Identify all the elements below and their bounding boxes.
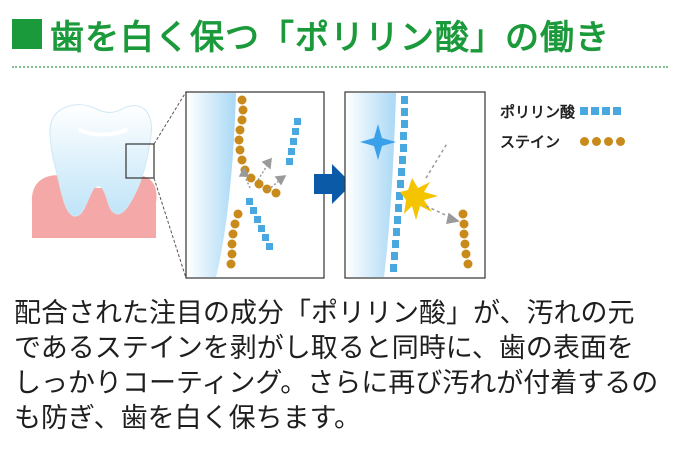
sparkle-icon — [360, 124, 396, 160]
title-square-icon — [12, 19, 42, 49]
page-title: 歯を白く保つ「ポリリン酸」の働き — [50, 17, 610, 58]
description-line: 配合された注目の成分「ポリリン酸」が、汚れの元 — [14, 298, 635, 329]
polyphosphate-chain-upper — [286, 118, 301, 165]
transition-arrow-icon — [314, 164, 352, 204]
tooth-crown — [49, 104, 152, 217]
tooth-illustration — [31, 91, 187, 279]
polyphosphate-swatch-icon — [580, 107, 621, 115]
description-line: しっかりコーティング。さらに再び汚れが付着するの — [14, 368, 659, 399]
title-row: 歯を白く保つ「ポリリン酸」の働き — [12, 10, 610, 58]
panel-before — [185, 91, 325, 279]
legend-item-stain: ステイン — [500, 126, 625, 156]
description-line: も防ぎ、歯を白く保ちます。 — [14, 403, 361, 434]
movement-arrows — [238, 157, 287, 191]
stain-particles-attached — [226, 95, 281, 269]
zoom-line-top — [153, 91, 187, 145]
description-line: であるステインを剥がし取ると同時に、歯の表面を — [14, 333, 634, 364]
removal-arrows — [425, 141, 460, 224]
legend: ポリリン酸 ステイン — [500, 96, 625, 156]
legend-label-stain: ステイン — [500, 132, 561, 151]
legend-item-polyphosphate: ポリリン酸 — [500, 96, 625, 126]
impact-burst-icon — [400, 178, 438, 220]
stain-swatch-icon — [580, 136, 625, 146]
zoom-line-bottom — [153, 177, 187, 279]
panel-after — [344, 91, 486, 279]
tooth-highlight — [78, 128, 128, 137]
polyphosphate-coating — [390, 96, 408, 272]
diagram — [31, 91, 486, 279]
title-divider — [12, 66, 668, 68]
stain-particles-removed — [458, 209, 473, 269]
description: 配合された注目の成分「ポリリン酸」が、汚れの元 であるステインを剥がし取ると同時… — [14, 296, 670, 436]
polyphosphate-chain-lower — [246, 198, 273, 250]
legend-label-polyphosphate: ポリリン酸 — [500, 102, 576, 121]
zoom-square — [125, 143, 155, 179]
